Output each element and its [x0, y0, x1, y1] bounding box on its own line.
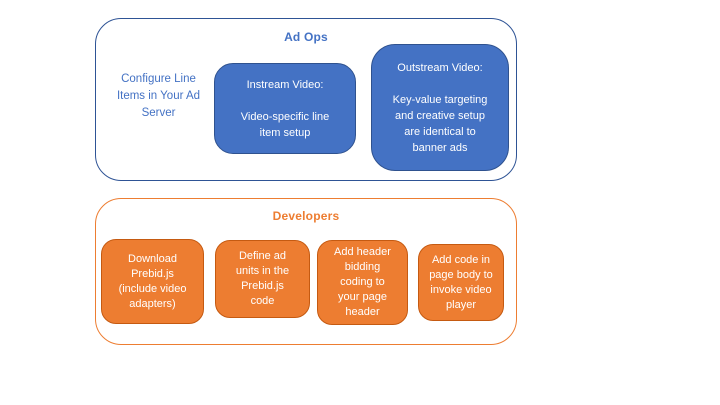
outstream-video-box: Outstream Video: Key-value targeting and… [371, 44, 509, 171]
download-prebid-box: Download Prebid.js (include video adapte… [101, 239, 204, 324]
adops-group: Ad Ops Configure Line Items in Your Ad S… [95, 18, 517, 181]
add-page-body-code-box: Add code in page body to invoke video pl… [418, 244, 504, 321]
developers-group: Developers Download Prebid.js (include v… [95, 198, 517, 345]
configure-line-items-note: Configure Line Items in Your Ad Server [116, 73, 201, 119]
add-header-bidding-box: Add header bidding coding to your page h… [317, 240, 408, 325]
define-ad-units-box: Define ad units in the Prebid.js code [215, 240, 310, 318]
adops-title: Ad Ops [284, 30, 328, 44]
developers-title: Developers [272, 209, 340, 223]
instream-video-box: Instream Video: Video-specific line item… [214, 63, 356, 154]
